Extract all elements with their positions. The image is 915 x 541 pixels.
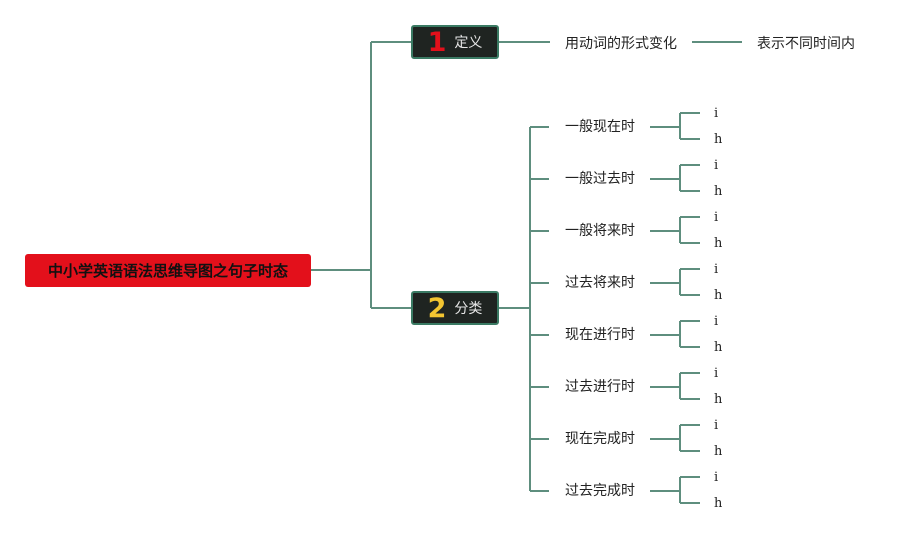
tense-node[interactable]: 现在完成时 [565, 431, 635, 447]
branch-label: 分类 [454, 301, 483, 317]
root-node[interactable]: 中小学英语语法思维导图之句子时态 [25, 254, 311, 287]
root-title: 中小学英语语法思维导图之句子时态 [47, 262, 288, 280]
tense-leaf-node[interactable]: i [714, 262, 719, 277]
tense-leaf-node[interactable]: i [714, 314, 719, 329]
tense-leaf-node[interactable]: h [714, 288, 723, 303]
branch-definition[interactable]: 1 定义 [411, 25, 499, 59]
tense-leaf-node[interactable]: i [714, 366, 719, 381]
tense-node[interactable]: 现在进行时 [565, 327, 635, 343]
tense-leaf-node[interactable]: h [714, 444, 723, 459]
tense-leaf-node[interactable]: h [714, 340, 723, 355]
tense-leaf-node[interactable]: i [714, 158, 719, 173]
branch-label: 定义 [454, 35, 483, 51]
tense-node[interactable]: 过去将来时 [565, 275, 635, 291]
branch-number-badge: 2 [427, 292, 447, 324]
tense-leaf-node[interactable]: i [714, 418, 719, 433]
branch-number-badge: 1 [427, 26, 447, 58]
tense-node[interactable]: 一般过去时 [565, 171, 635, 187]
definition-detail-node[interactable]: 表示不同时间内 [757, 36, 855, 52]
tense-leaf-node[interactable]: h [714, 132, 723, 147]
tense-node[interactable]: 一般将来时 [565, 223, 635, 239]
tense-leaf-node[interactable]: i [714, 470, 719, 485]
tense-leaf-node[interactable]: i [714, 210, 719, 225]
tense-leaf-node[interactable]: h [714, 496, 723, 511]
tense-leaf-node[interactable]: h [714, 392, 723, 407]
tense-leaf-node[interactable]: h [714, 184, 723, 199]
tense-leaf-node[interactable]: h [714, 236, 723, 251]
tense-node[interactable]: 一般现在时 [565, 119, 635, 135]
tense-node[interactable]: 过去进行时 [565, 379, 635, 395]
tense-leaf-node[interactable]: i [714, 106, 719, 121]
definition-node[interactable]: 用动词的形式变化 [565, 36, 677, 52]
tense-node[interactable]: 过去完成时 [565, 483, 635, 499]
branch-classification[interactable]: 2 分类 [411, 291, 499, 325]
